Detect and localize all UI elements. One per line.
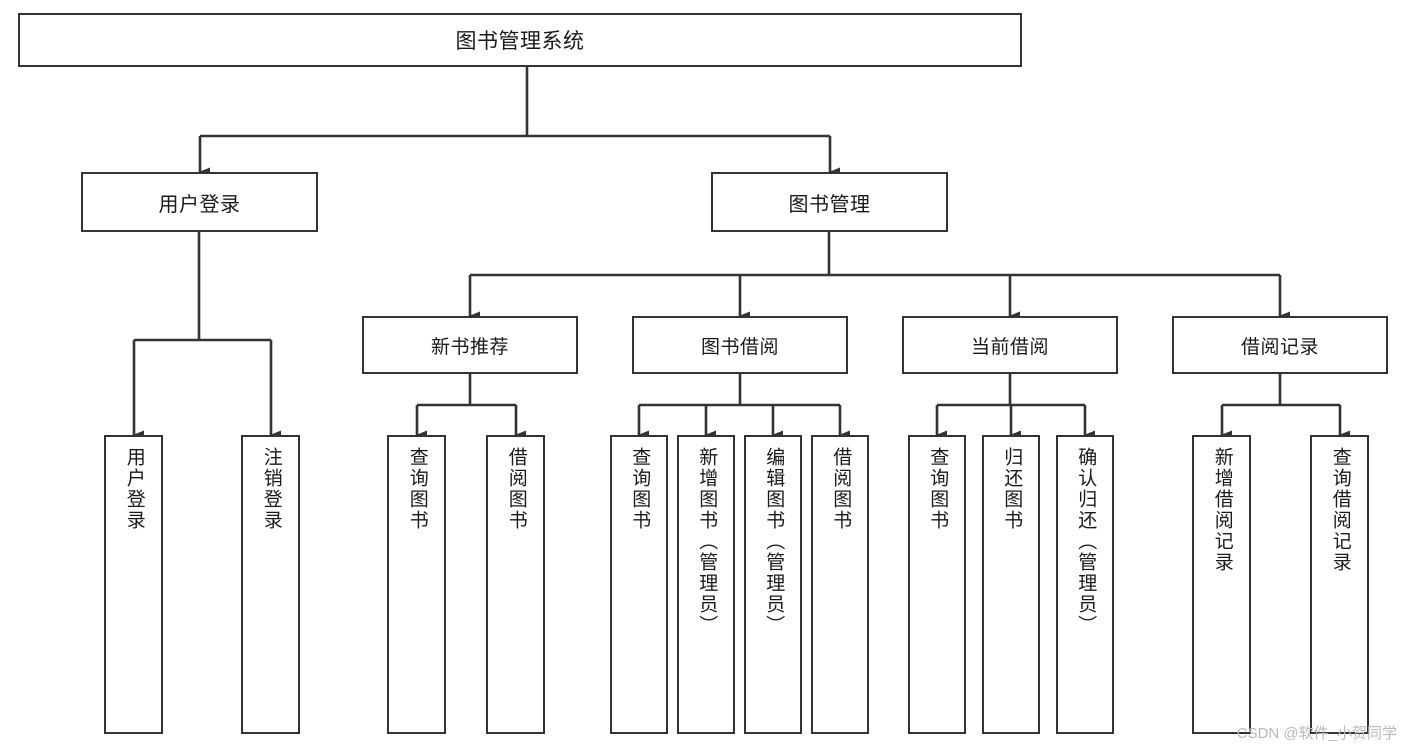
node-label-leaf-borrow-book-rec: 借阅图书 bbox=[505, 447, 527, 531]
node-label-book-borrow: 图书借阅 bbox=[700, 336, 779, 358]
connector-lines bbox=[132, 67, 1350, 440]
node-label-leaf-add-book: 新增图书（管理员） bbox=[696, 447, 718, 636]
node-leaf-query-book-borrow[interactable]: 查询图书 bbox=[610, 435, 668, 734]
node-book-manage[interactable]: 图书管理 bbox=[711, 172, 948, 232]
node-label-leaf-query-book-cur: 查询图书 bbox=[927, 447, 949, 531]
node-label-leaf-query-book-borrow: 查询图书 bbox=[629, 447, 651, 531]
node-new-book-rec[interactable]: 新书推荐 bbox=[362, 316, 578, 374]
node-book-borrow[interactable]: 图书借阅 bbox=[632, 316, 848, 374]
node-label-borrow-record: 借阅记录 bbox=[1240, 336, 1319, 358]
node-label-leaf-query-record: 查询借阅记录 bbox=[1329, 447, 1351, 573]
node-label-new-book-rec: 新书推荐 bbox=[430, 336, 509, 358]
node-borrow-record[interactable]: 借阅记录 bbox=[1172, 316, 1388, 374]
node-leaf-logout[interactable]: 注销登录 bbox=[241, 435, 300, 734]
node-leaf-return-book[interactable]: 归还图书 bbox=[982, 435, 1040, 734]
node-label-leaf-query-book-rec: 查询图书 bbox=[406, 447, 428, 531]
node-leaf-edit-book[interactable]: 编辑图书（管理员） bbox=[744, 435, 802, 734]
node-label-leaf-confirm-return: 确认归还（管理员） bbox=[1075, 447, 1097, 636]
node-label-user-login: 用户登录 bbox=[158, 193, 241, 216]
node-user-login[interactable]: 用户登录 bbox=[81, 172, 318, 232]
node-leaf-query-book-rec[interactable]: 查询图书 bbox=[387, 435, 446, 734]
node-leaf-borrow-book[interactable]: 借阅图书 bbox=[811, 435, 869, 734]
node-current-borrow[interactable]: 当前借阅 bbox=[902, 316, 1118, 374]
node-leaf-confirm-return[interactable]: 确认归还（管理员） bbox=[1056, 435, 1114, 734]
node-label-leaf-logout: 注销登录 bbox=[260, 447, 282, 531]
node-leaf-borrow-book-rec[interactable]: 借阅图书 bbox=[486, 435, 545, 734]
node-label-leaf-add-record: 新增借阅记录 bbox=[1211, 447, 1233, 573]
node-label-leaf-edit-book: 编辑图书（管理员） bbox=[763, 447, 785, 636]
node-leaf-user-login[interactable]: 用户登录 bbox=[104, 435, 163, 734]
node-label-leaf-user-login: 用户登录 bbox=[123, 447, 145, 531]
node-leaf-query-record[interactable]: 查询借阅记录 bbox=[1310, 435, 1369, 734]
node-label-book-manage: 图书管理 bbox=[788, 193, 871, 216]
node-leaf-query-book-cur[interactable]: 查询图书 bbox=[908, 435, 966, 734]
node-root[interactable]: 图书管理系统 bbox=[18, 13, 1022, 67]
node-leaf-add-book[interactable]: 新增图书（管理员） bbox=[677, 435, 735, 734]
node-label-leaf-borrow-book: 借阅图书 bbox=[830, 447, 852, 531]
node-label-leaf-return-book: 归还图书 bbox=[1001, 447, 1023, 531]
node-leaf-add-record[interactable]: 新增借阅记录 bbox=[1192, 435, 1251, 734]
node-label-root: 图书管理系统 bbox=[455, 30, 585, 53]
node-label-current-borrow: 当前借阅 bbox=[970, 336, 1049, 358]
